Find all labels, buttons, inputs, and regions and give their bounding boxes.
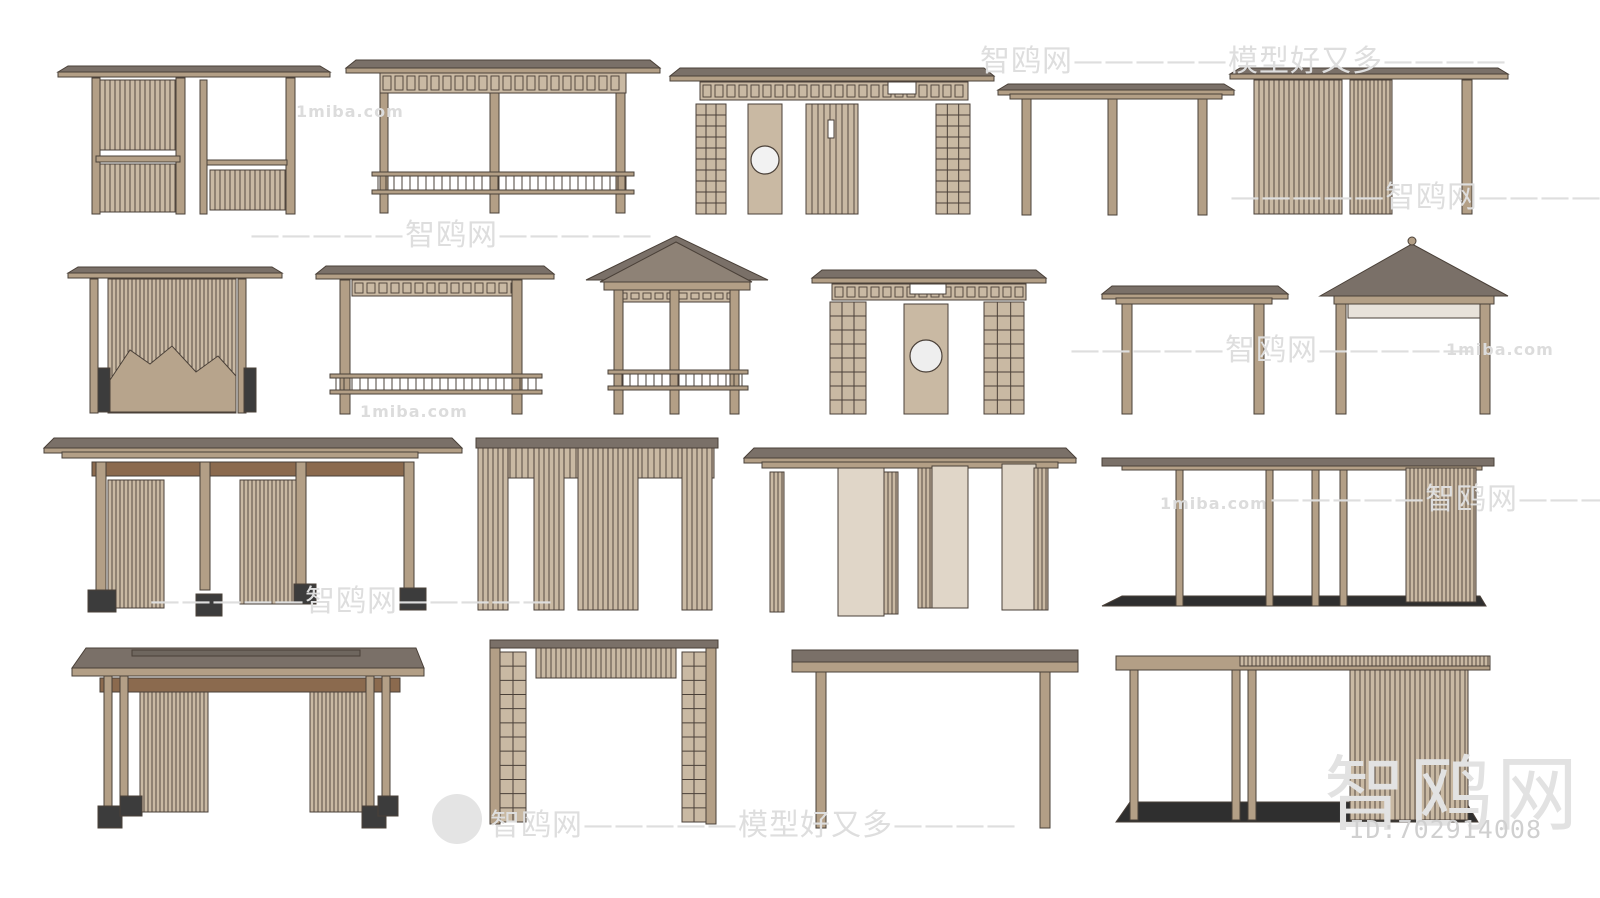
pavilion-11 (1318, 236, 1509, 415)
pavilion-19 (1115, 655, 1491, 823)
pavilion-3 (668, 67, 996, 215)
pavilion-14 (742, 447, 1078, 617)
watermark-logo-icon (432, 794, 482, 844)
pavilion-4 (996, 83, 1236, 216)
pavilion-8 (585, 235, 769, 415)
pavilion-9 (810, 269, 1048, 415)
pavilion-17 (489, 639, 719, 825)
pavilion-1 (56, 65, 332, 215)
pavilion-5 (1228, 67, 1510, 215)
pavilion-16 (71, 647, 425, 829)
pavilion-6 (66, 266, 284, 414)
pavilion-15 (1101, 457, 1495, 607)
pavilion-10 (1100, 285, 1290, 415)
watermark-id-label: ID:702914008 (1349, 815, 1542, 844)
pavilion-18 (791, 649, 1079, 829)
pavilion-13 (475, 437, 719, 611)
pavilion-7 (314, 265, 556, 415)
pavilion-2 (344, 59, 662, 214)
pavilion-12 (42, 437, 464, 617)
